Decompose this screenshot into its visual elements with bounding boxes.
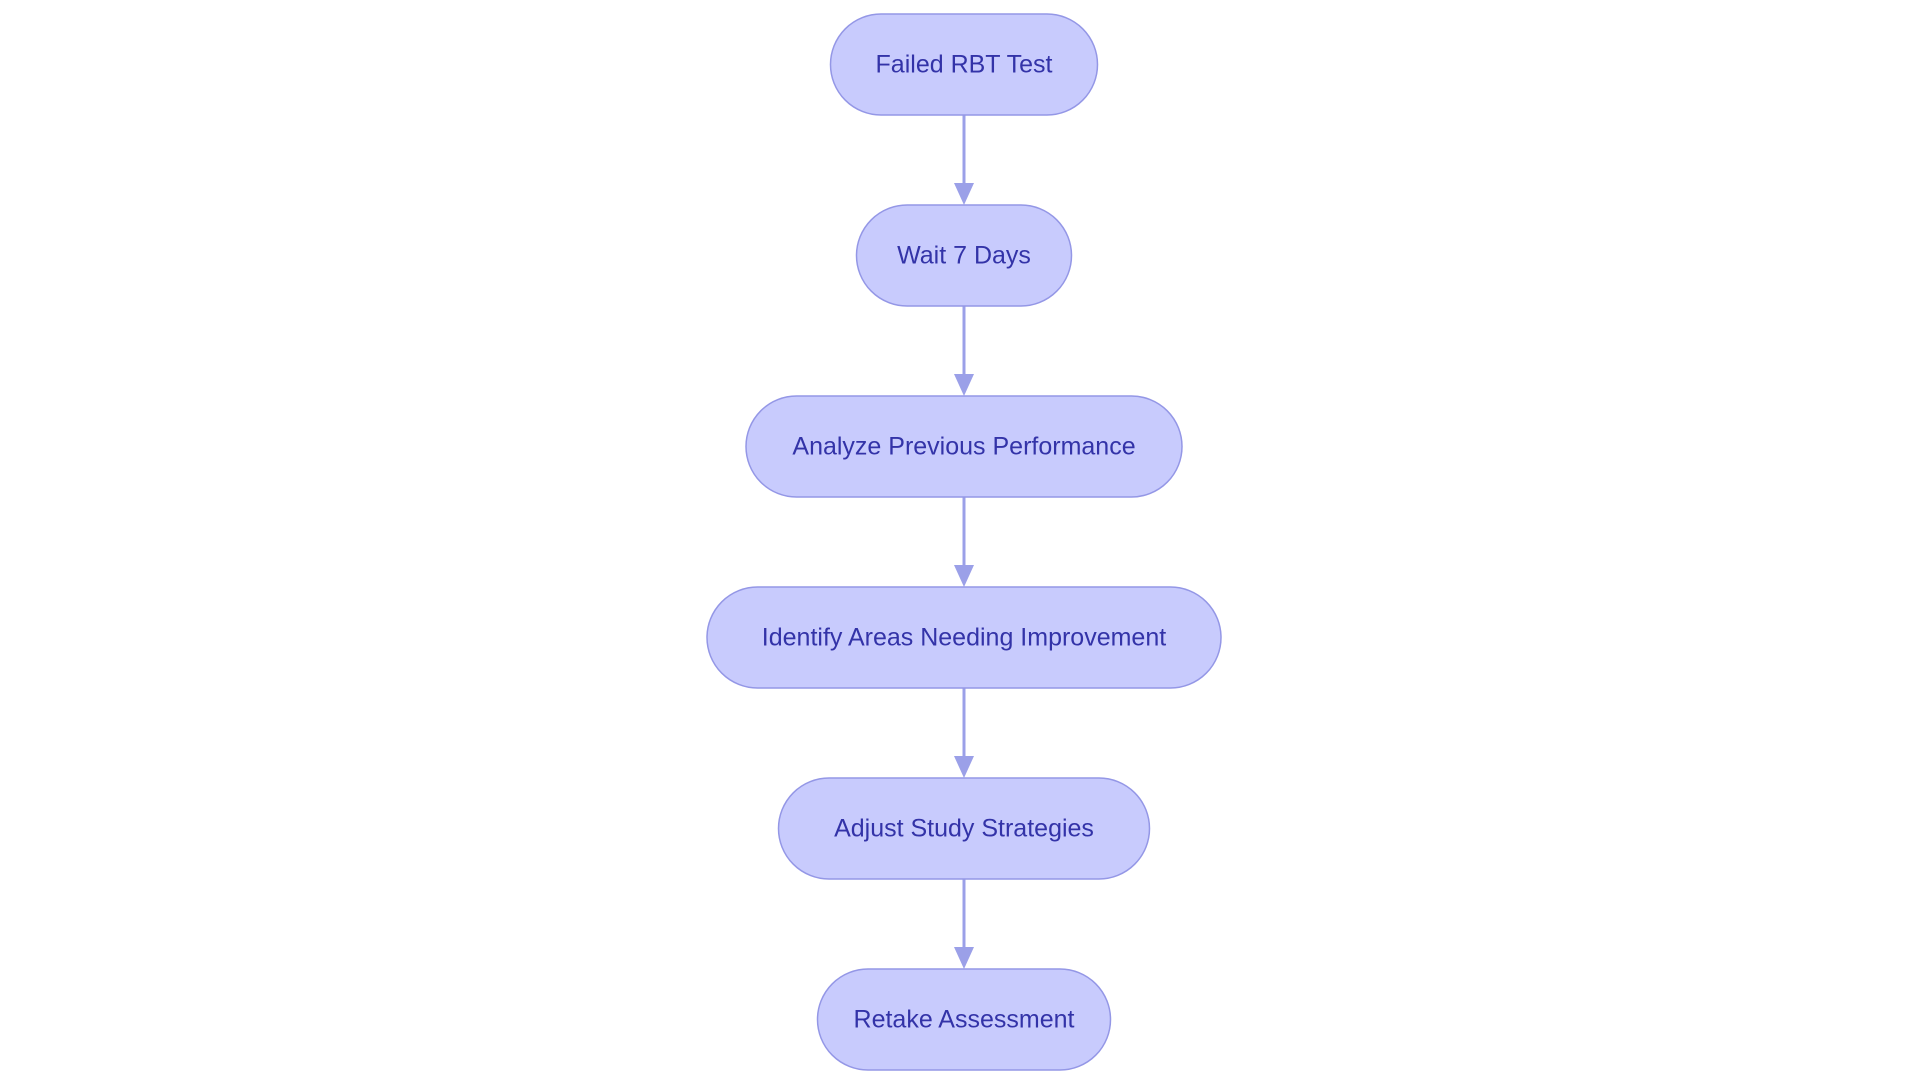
node-retake-assessment[interactable]: Retake Assessment — [816, 968, 1112, 1071]
node-analyze-previous-performance[interactable]: Analyze Previous Performance — [745, 395, 1183, 498]
edge-analyze-previous-performance-to-identify-areas-needing-improvement — [954, 497, 974, 587]
node-label: Identify Areas Needing Improvement — [762, 624, 1166, 652]
node-label: Failed RBT Test — [876, 51, 1053, 79]
node-label: Retake Assessment — [854, 1006, 1075, 1034]
node-shape — [816, 968, 1112, 1071]
arrowhead-icon — [954, 183, 974, 205]
node-shape — [829, 13, 1099, 116]
arrowhead-icon — [954, 947, 974, 969]
node-shape — [745, 395, 1183, 498]
node-shape — [777, 777, 1151, 880]
node-adjust-study-strategies[interactable]: Adjust Study Strategies — [777, 777, 1151, 880]
edge-identify-areas-needing-improvement-to-adjust-study-strategies — [954, 688, 974, 778]
node-shape — [855, 204, 1073, 307]
node-label: Adjust Study Strategies — [834, 815, 1094, 843]
edge-adjust-study-strategies-to-retake-assessment — [954, 879, 974, 969]
node-label: Analyze Previous Performance — [792, 433, 1135, 461]
edge-failed-rbt-test-to-wait-7-days — [954, 115, 974, 205]
arrowhead-icon — [954, 756, 974, 778]
node-shape — [706, 586, 1222, 689]
arrowhead-icon — [954, 374, 974, 396]
node-identify-areas-needing-improvement[interactable]: Identify Areas Needing Improvement — [706, 586, 1222, 689]
node-label: Wait 7 Days — [897, 242, 1031, 270]
arrowhead-icon — [954, 565, 974, 587]
edges-layer — [954, 115, 974, 969]
node-failed-rbt-test[interactable]: Failed RBT Test — [829, 13, 1099, 116]
node-wait-7-days[interactable]: Wait 7 Days — [855, 204, 1073, 307]
edge-wait-7-days-to-analyze-previous-performance — [954, 306, 974, 396]
